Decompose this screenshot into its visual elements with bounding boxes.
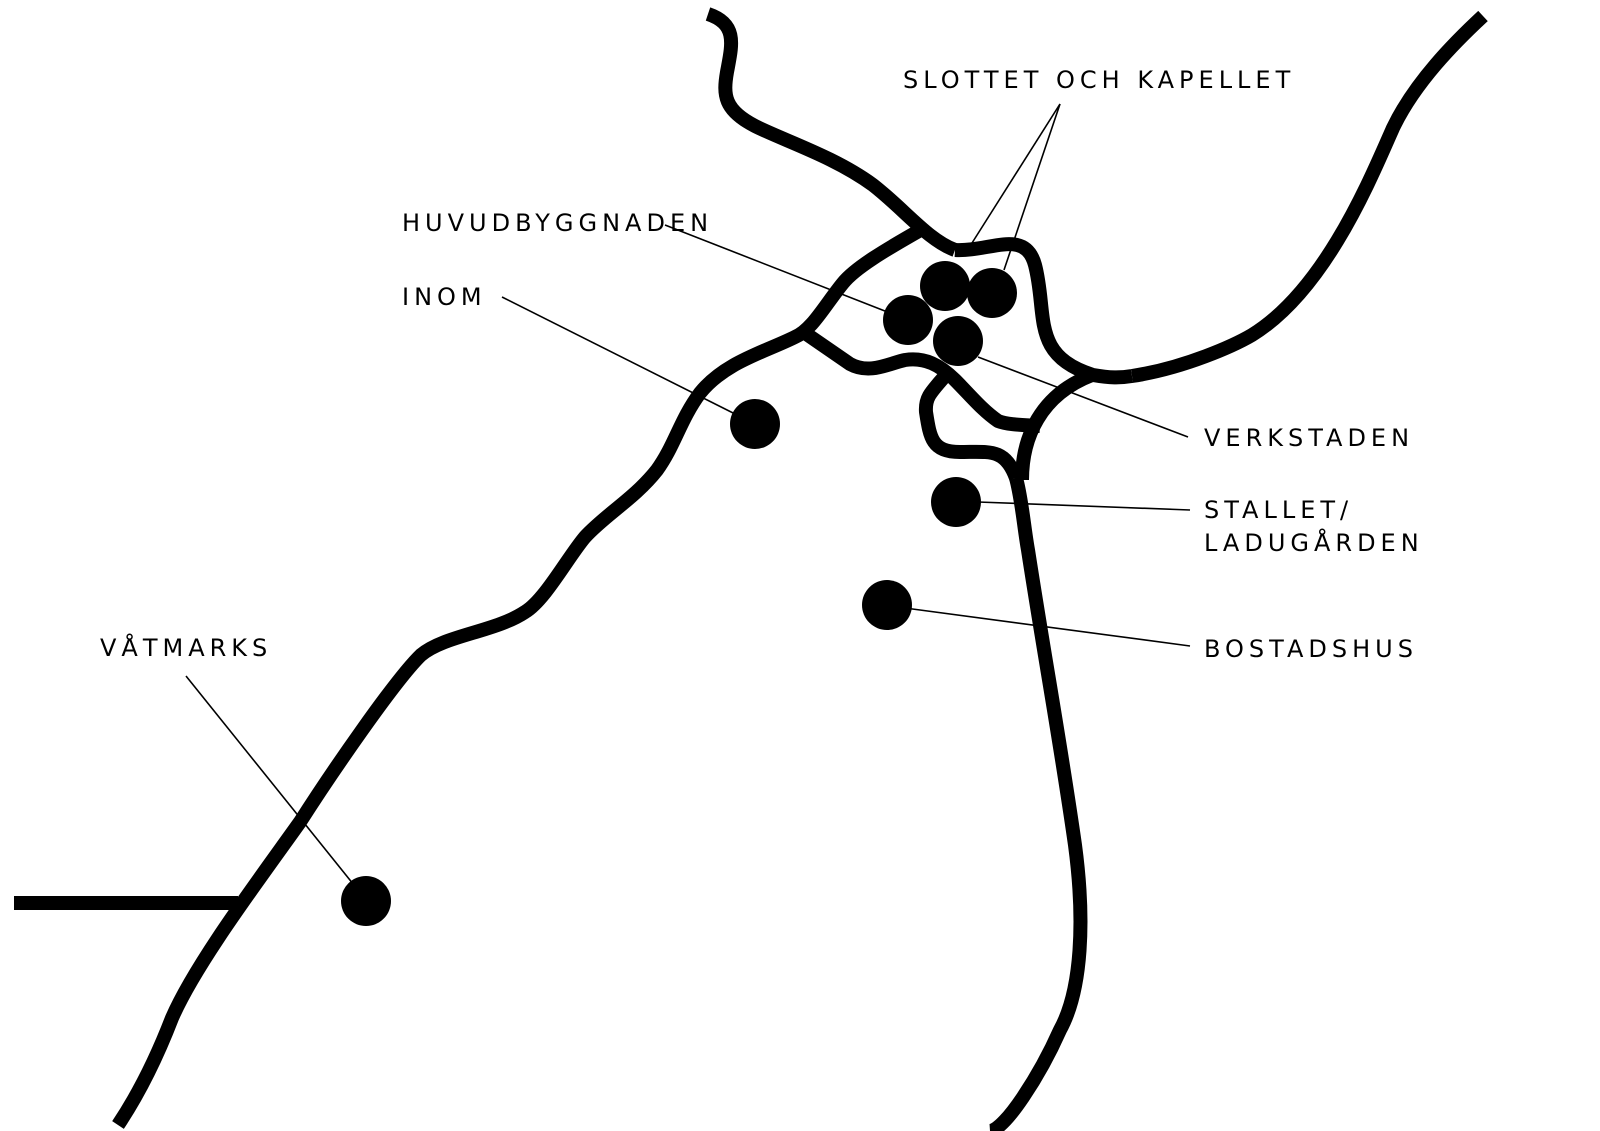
leader-lines (185, 103, 1191, 901)
road-south (987, 476, 1088, 1131)
site-vatmarks-dot[interactable] (341, 876, 391, 926)
label-huvudbyggnaden: HUVUDBYGGNADEN (402, 209, 713, 237)
site-inom-dot[interactable] (730, 399, 780, 449)
road-east-link (1015, 368, 1095, 481)
site-kapellet-dot[interactable] (967, 268, 1017, 318)
leader-verkstaden (977, 356, 1189, 438)
leader-slottet-right (1003, 103, 1061, 271)
label-inom: INOM (402, 283, 487, 311)
road-stable-loop (918, 371, 1023, 481)
label-stallet-line1: STALLET/ (1204, 496, 1353, 524)
leader-huvudbyggnaden (664, 224, 909, 321)
leader-bostadshus (904, 607, 1191, 647)
leader-slottet-left (971, 103, 1061, 244)
road-south-west-main (112, 221, 928, 1129)
road-north-winding (705, 7, 958, 257)
road-network (14, 7, 1488, 1131)
label-verkstaden: VERKSTADEN (1204, 424, 1414, 452)
label-slottet-och-kapellet: SLOTTET OCH KAPELLET (903, 66, 1295, 94)
site-bostadshus-dot[interactable] (862, 580, 912, 630)
leader-vatmarks (185, 675, 367, 901)
leader-stallet (977, 501, 1191, 511)
site-huvudbyggnaden-dot[interactable] (883, 295, 933, 345)
map-labels: SLOTTET OCH KAPELLET HUVUDBYGGNADEN INOM… (100, 66, 1424, 663)
leader-inom (501, 296, 756, 425)
site-markers (341, 261, 1017, 926)
site-slottet-dot[interactable] (920, 261, 970, 311)
label-stallet-line2: LADUGÅRDEN (1204, 528, 1424, 557)
road-north-east (1130, 10, 1488, 383)
label-vatmarks: VÅTMARKS (100, 633, 272, 662)
site-stallet-dot[interactable] (931, 477, 981, 527)
road-inner-connector (801, 327, 1041, 433)
label-bostadshus: BOSTADSHUS (1204, 635, 1418, 663)
road-hub-loop (954, 237, 1134, 385)
site-verkstaden-dot[interactable] (933, 316, 983, 366)
